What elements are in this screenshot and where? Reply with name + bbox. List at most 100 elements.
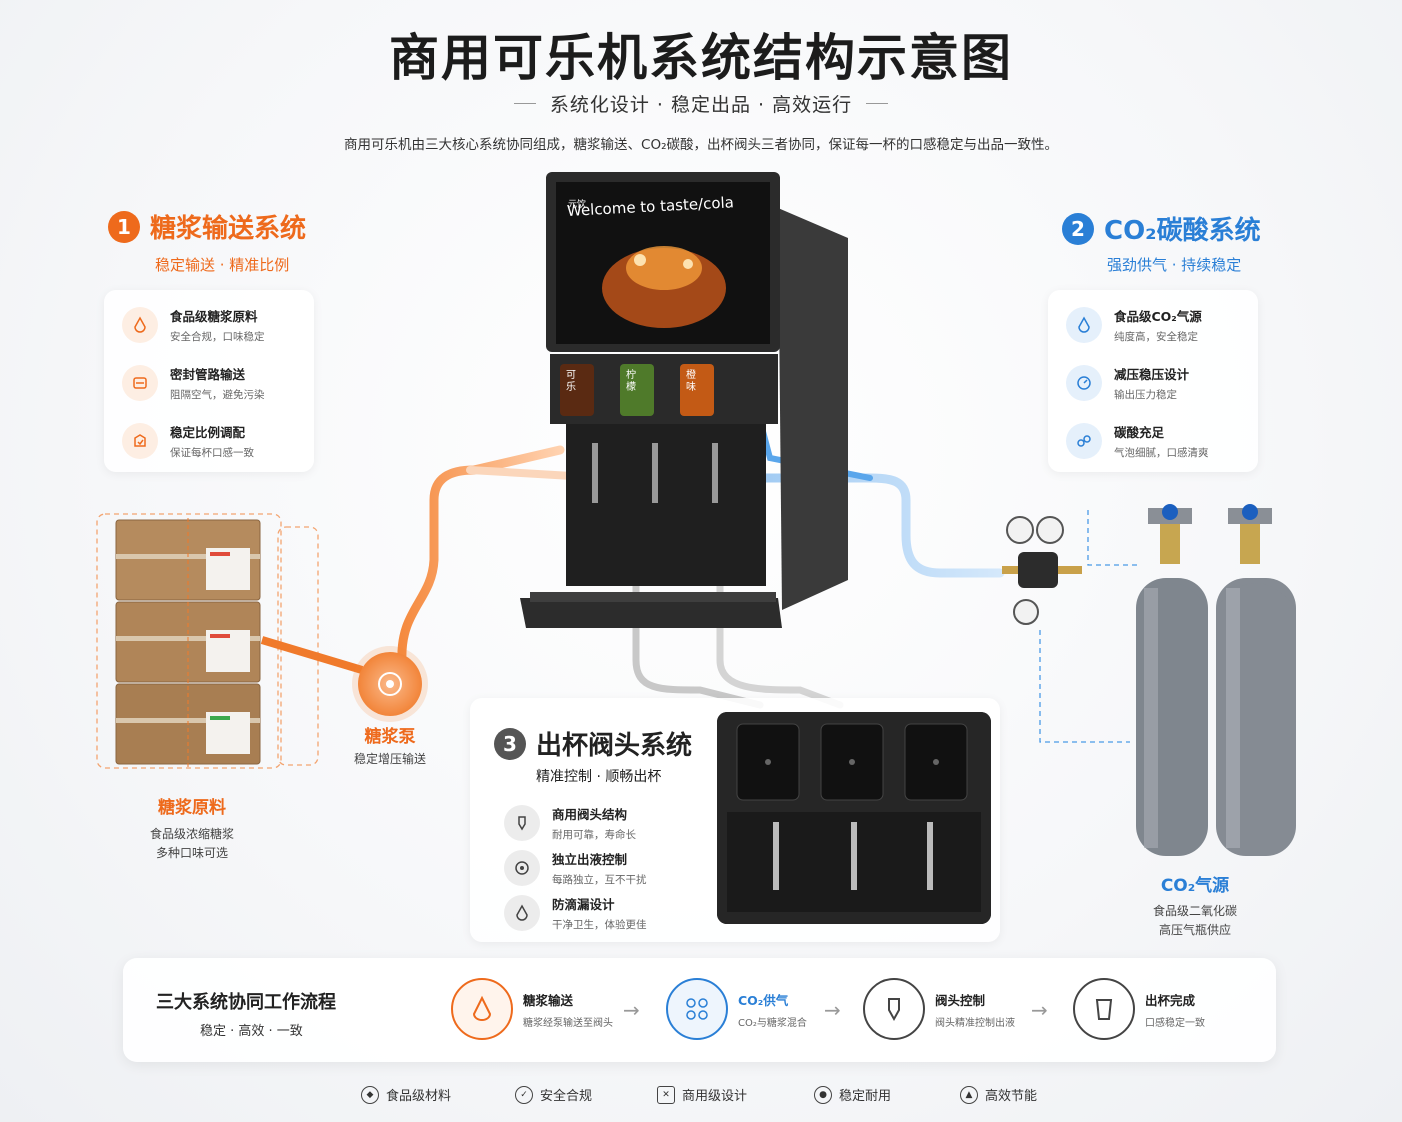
co2-system-title: CO₂碳酸系统 [1104, 216, 1261, 246]
valve-pipe-left [632, 466, 764, 709]
co2-system-subtitle: 强劲供气 · 持续稳定 [1107, 256, 1242, 274]
co2-source-title: CO₂气源 [1160, 876, 1230, 896]
bubble-icon [1066, 423, 1102, 459]
drip-tray [520, 598, 782, 628]
valve-feature-list: 商用阀头结构耐用可靠，寿命长 独立出液控制每路独立，互不干扰 防滴漏设计干净卫生… [504, 800, 704, 935]
syrup-material-desc-line: 多种口味可选 [155, 846, 228, 860]
valve-step-icon [863, 978, 925, 1040]
valve-pipe-right [716, 466, 844, 709]
syrup-material-desc-line: 食品级浓缩糖浆 [149, 827, 234, 841]
shield-icon: ✓ [515, 1085, 533, 1104]
machine-side-panel [778, 208, 848, 610]
valve-system-number: 3 [494, 727, 526, 760]
feature-desc: 安全合规，口味稳定 [170, 331, 265, 343]
feature-desc: 气泡细腻，口感清爽 [1114, 447, 1209, 459]
subtitle-row: 系统化设计 · 稳定出品 · 高效运行 [0, 90, 1402, 117]
feature-title: 食品级糖浆原料 [170, 309, 258, 324]
step-desc: CO₂与糖浆混合 [738, 1017, 807, 1029]
co2-dashed-line-top [1087, 510, 1140, 566]
valve-system-header: 3 出杯阀头系统 [494, 725, 692, 762]
workflow-title: 三大系统协同工作流程 [156, 992, 336, 1013]
badge-label: 商用级设计 [682, 1089, 748, 1104]
workflow-step-cup: 出杯完成口感稳定一致 [1073, 978, 1205, 1040]
syrup-feature-1: 食品级糖浆原料安全合规，口味稳定 [122, 296, 296, 354]
durable-icon: ● [814, 1085, 832, 1104]
badge-label: 食品级材料 [386, 1089, 452, 1104]
co2-dashed-line-bottom [1039, 630, 1130, 743]
co2-cylinder-1 [1136, 504, 1208, 856]
nozzle-label-lemon: 柠檬 [626, 370, 636, 393]
feature-title: 食品级CO₂气源 [1114, 309, 1202, 324]
syrup-system-header: 1 糖浆输送系统 [108, 208, 306, 245]
feature-desc: 耐用可靠，寿命长 [552, 828, 636, 841]
co2-feature-card: 食品级CO₂气源纯度高，安全稳定 减压稳压设计输出压力稳定 碳酸充足气泡细腻，口… [1048, 290, 1258, 472]
step-title: 出杯完成 [1145, 992, 1196, 1008]
workflow-arrow-3: → [1031, 998, 1048, 1022]
badge-food-grade: ◆ 食品级材料 [361, 1085, 451, 1104]
nozzle-label-orange: 橙味 [686, 370, 696, 393]
syrup-main-pipe [397, 445, 565, 665]
ratio-icon [122, 423, 158, 459]
syrup-feed-pipe [260, 636, 364, 674]
co2-feature-3: 碳酸充足气泡细腻，口感清爽 [1066, 412, 1240, 470]
syrup-material-desc: 食品级浓缩糖浆 多种口味可选 [110, 825, 274, 863]
feature-desc: 干净卫生，体验更佳 [552, 918, 647, 931]
commercial-icon: ✕ [657, 1085, 675, 1104]
workflow-subtitle: 稳定 · 高效 · 一致 [200, 1024, 303, 1039]
co2-feature-2: 减压稳压设计输出压力稳定 [1066, 354, 1240, 412]
feature-desc: 纯度高，安全稳定 [1114, 331, 1198, 343]
feature-desc: 阻隔空气，避免污染 [170, 389, 265, 401]
cup-step-icon [1073, 978, 1135, 1040]
co2-source-desc-line: 高压气瓶供应 [1158, 923, 1231, 937]
co2-cylinders [1128, 498, 1308, 860]
feature-title: 密封管路输送 [170, 367, 246, 382]
control-icon [504, 849, 540, 886]
feature-desc: 每路独立，互不干扰 [552, 873, 647, 886]
syrup-pump-desc: 稳定增压输送 [353, 752, 426, 766]
badge-label: 稳定耐用 [839, 1089, 892, 1104]
subtitle-divider-right [866, 103, 889, 104]
feature-title: 商用阀头结构 [552, 806, 628, 822]
step-desc: 口感稳定一致 [1145, 1017, 1205, 1029]
drop-icon [122, 307, 158, 343]
subtitle-divider-left [513, 103, 536, 104]
badge-energy: ▲ 高效节能 [960, 1085, 1037, 1104]
co2-system-number: 2 [1062, 212, 1094, 245]
syrup-pump-icon [358, 652, 422, 716]
valve-system-title: 出杯阀头系统 [536, 731, 693, 761]
badge-commercial: ✕ 商用级设计 [657, 1085, 747, 1104]
syrup-system-title: 糖浆输送系统 [150, 214, 307, 244]
badge-label: 安全合规 [540, 1089, 593, 1104]
valve-feature-3: 防滴漏设计干净卫生，体验更佳 [504, 890, 704, 935]
co2-cylinder-2 [1216, 504, 1296, 856]
workflow-step-co2: CO₂供气 CO₂与糖浆混合 [666, 978, 807, 1040]
feature-title: 稳定比例调配 [170, 425, 246, 440]
co2-source-desc: 食品级二氧化碳 高压气瓶供应 [1118, 902, 1272, 940]
step-desc: 糖浆经泵输送至阀头 [523, 1017, 613, 1029]
page-subtitle: 系统化设计 · 稳定出品 · 高效运行 [549, 94, 853, 116]
machine-brand: 元饮 [568, 200, 587, 210]
syrup-box-frame [96, 513, 282, 769]
nozzle-lemon [620, 364, 654, 416]
feature-title: 独立出液控制 [552, 851, 628, 867]
syrup-feature-card: 食品级糖浆原料安全合规，口味稳定 密封管路输送阻隔空气，避免污染 稳定比例调配保… [104, 290, 314, 472]
feature-title: 碳酸充足 [1114, 425, 1165, 440]
step-title: CO₂供气 [738, 992, 789, 1008]
syrup-feature-3: 稳定比例调配保证每杯口感一致 [122, 412, 296, 470]
valve-feature-1: 商用阀头结构耐用可靠，寿命长 [504, 800, 704, 845]
workflow-panel: 三大系统协同工作流程 稳定 · 高效 · 一致 糖浆输送糖浆经泵输送至阀头 → … [123, 958, 1276, 1062]
badge-durable: ● 稳定耐用 [814, 1085, 891, 1104]
valve-system-subtitle: 精准控制 · 顺畅出杯 [536, 769, 662, 785]
nozzle-label-cola: 可乐 [566, 370, 576, 393]
syrup-system-number: 1 [108, 210, 140, 243]
workflow-step-valve: 阀头控制阀头精准控制出液 [863, 978, 1015, 1040]
nozzle-orange [680, 364, 714, 416]
page-title: 商用可乐机系统结构示意图 [389, 29, 1013, 87]
food-grade-icon: ◆ [361, 1085, 379, 1104]
badge-label: 高效节能 [985, 1089, 1038, 1104]
syrup-step-icon [451, 978, 513, 1040]
valve-icon [504, 804, 540, 841]
valve-feature-2: 独立出液控制每路独立，互不干扰 [504, 845, 704, 890]
step-title: 阀头控制 [935, 992, 986, 1008]
pressure-regulator [998, 512, 1088, 632]
